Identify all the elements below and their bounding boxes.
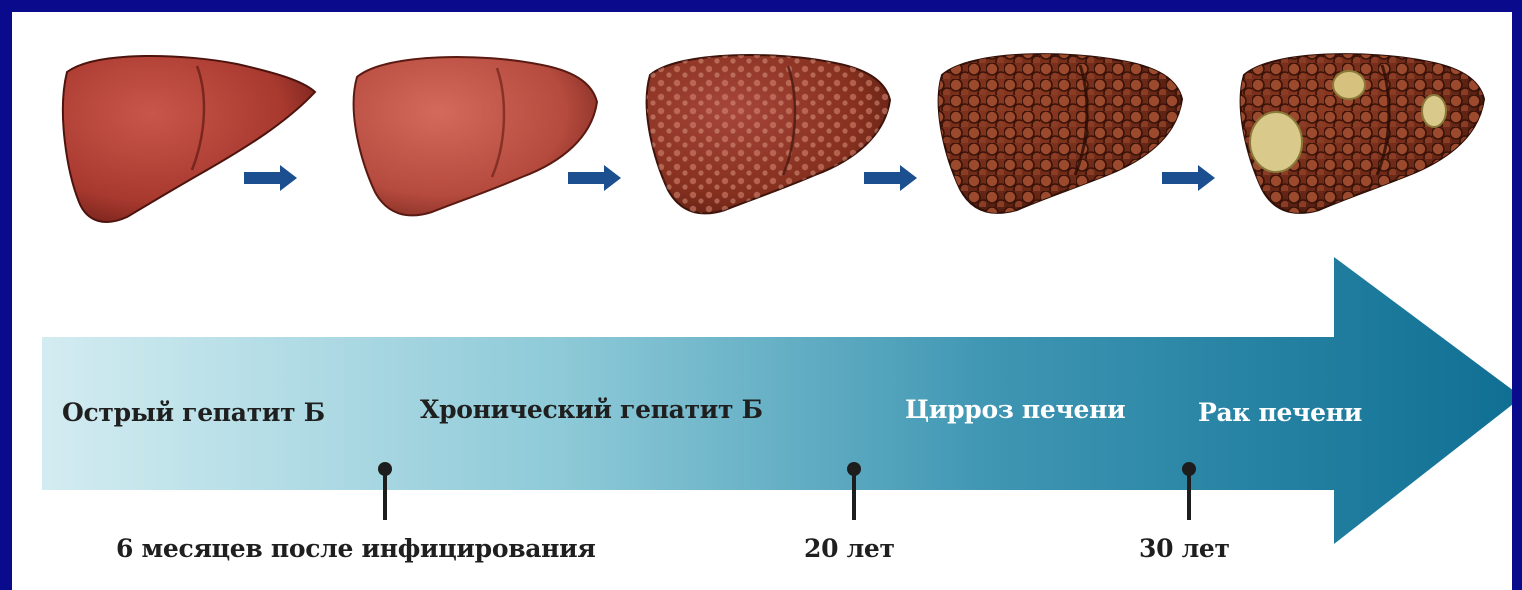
stage-label-cancer: Рак печени (1198, 398, 1362, 427)
stage-label-chronic: Хронический гепатит Б (420, 395, 763, 424)
timeline-arrow (12, 12, 1512, 590)
time-label-30-years: 30 лет (1139, 534, 1230, 563)
diagram-panel: Острый гепатит Б Хронический гепатит Б Ц… (12, 12, 1512, 590)
tick-20-years (852, 470, 856, 520)
time-label-6-months: 6 месяцев после инфицирования (116, 534, 596, 563)
time-label-20-years: 20 лет (804, 534, 895, 563)
tick-30-years (1187, 470, 1191, 520)
stage-label-cirrhosis: Цирроз печени (905, 395, 1125, 424)
stage-label-acute: Острый гепатит Б (62, 398, 325, 427)
tick-6-months (383, 470, 387, 520)
